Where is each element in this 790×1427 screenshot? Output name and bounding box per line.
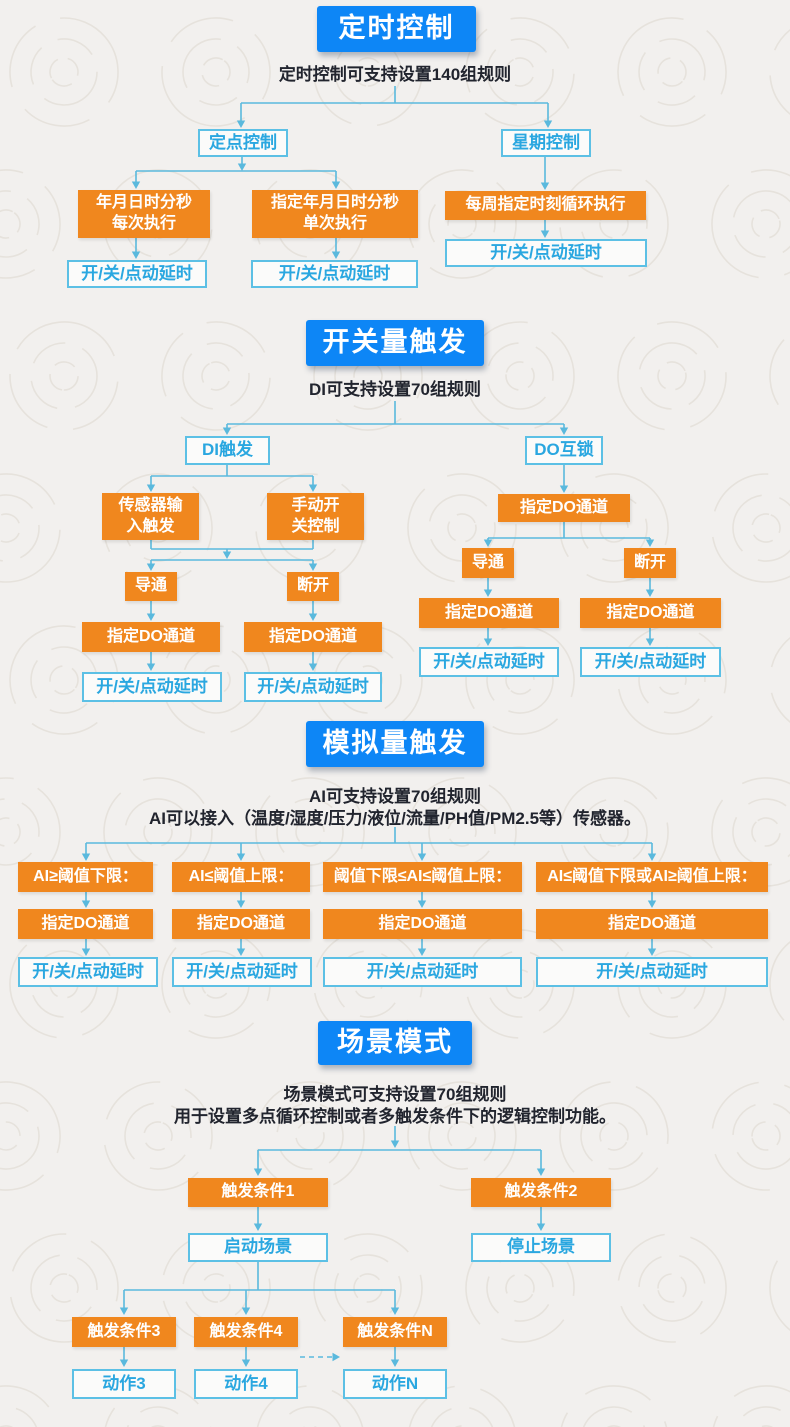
node-manual-switch-control: 手动开 关控制	[267, 493, 364, 540]
section-ai-subtitle-1: AI可支持设置70组规则	[309, 787, 481, 806]
node-specify-do-channel: 指定DO通道	[18, 909, 153, 939]
node-action-n: 动作N	[343, 1369, 447, 1399]
node-open: 断开	[287, 572, 339, 601]
node-specify-do-channel: 指定DO通道	[323, 909, 522, 939]
node-closed: 导通	[125, 572, 177, 601]
node-action-3: 动作3	[72, 1369, 176, 1399]
node-trigger-condition-4: 触发条件4	[194, 1317, 298, 1347]
section-di-subtitle: DI可支持设置70组规则	[309, 380, 481, 399]
section-ai-title: 模拟量触发	[306, 721, 484, 767]
node-trigger-condition-1: 触发条件1	[188, 1178, 328, 1207]
node-on-off-jog-delay: 开/关/点动延时	[18, 957, 158, 987]
node-weekly-control: 星期控制	[501, 129, 591, 157]
node-stop-scene: 停止场景	[471, 1233, 611, 1262]
node-specify-do-channel: 指定DO通道	[498, 494, 630, 522]
node-trigger-condition-3: 触发条件3	[72, 1317, 176, 1347]
node-ymd-every-exec: 年月日时分秒 每次执行	[78, 190, 210, 238]
section-scene-subtitle-2: 用于设置多点循环控制或者多触发条件下的逻辑控制功能。	[174, 1107, 616, 1126]
node-trigger-condition-n: 触发条件N	[343, 1317, 447, 1347]
node-ai-between-limits: 阈值下限≤AI≤阈值上限：	[323, 862, 522, 892]
node-do-interlock: DO互锁	[525, 436, 603, 465]
node-on-off-jog-delay: 开/关/点动延时	[419, 647, 559, 677]
node-closed: 导通	[462, 548, 514, 578]
node-ymd-single-exec: 指定年月日时分秒 单次执行	[252, 190, 418, 238]
section-timer-subtitle: 定时控制可支持设置140组规则	[278, 65, 512, 84]
node-specify-do-channel: 指定DO通道	[82, 622, 220, 652]
node-fixed-point-control: 定点控制	[198, 129, 288, 157]
node-on-off-jog-delay: 开/关/点动延时	[82, 672, 222, 702]
section-di-title: 开关量触发	[306, 320, 484, 366]
node-weekly-loop-exec: 每周指定时刻循环执行	[445, 191, 646, 220]
section-scene-subtitle-1: 场景模式可支持设置70组规则	[283, 1085, 507, 1104]
node-on-off-jog-delay: 开/关/点动延时	[172, 957, 312, 987]
node-sensor-input-trigger: 传感器输 入触发	[102, 493, 199, 540]
node-specify-do-channel: 指定DO通道	[419, 598, 559, 628]
node-on-off-jog-delay: 开/关/点动延时	[251, 260, 418, 288]
node-ai-ge-lower-limit: AI≥阈值下限：	[18, 862, 153, 892]
node-on-off-jog-delay: 开/关/点动延时	[445, 239, 647, 267]
node-start-scene: 启动场景	[188, 1233, 328, 1262]
section-scene-title: 场景模式	[318, 1021, 472, 1065]
node-on-off-jog-delay: 开/关/点动延时	[67, 260, 207, 288]
node-trigger-condition-2: 触发条件2	[471, 1178, 611, 1207]
node-on-off-jog-delay: 开/关/点动延时	[536, 957, 768, 987]
node-ai-outside-limits: AI≤阈值下限或AI≥阈值上限：	[536, 862, 768, 892]
node-on-off-jog-delay: 开/关/点动延时	[580, 647, 721, 677]
section-ai-subtitle-2: AI可以接入（温度/湿度/压力/液位/流量/PH值/PM2.5等）传感器。	[148, 809, 642, 828]
node-specify-do-channel: 指定DO通道	[580, 598, 721, 628]
node-specify-do-channel: 指定DO通道	[536, 909, 768, 939]
node-specify-do-channel: 指定DO通道	[172, 909, 310, 939]
node-specify-do-channel: 指定DO通道	[244, 622, 382, 652]
node-action-4: 动作4	[194, 1369, 298, 1399]
section-timer-title: 定时控制	[317, 6, 476, 52]
node-on-off-jog-delay: 开/关/点动延时	[244, 672, 382, 702]
node-di-trigger: DI触发	[185, 436, 270, 465]
node-ai-le-upper-limit: AI≤阈值上限：	[172, 862, 310, 892]
node-open: 断开	[624, 548, 676, 578]
node-on-off-jog-delay: 开/关/点动延时	[323, 957, 522, 987]
